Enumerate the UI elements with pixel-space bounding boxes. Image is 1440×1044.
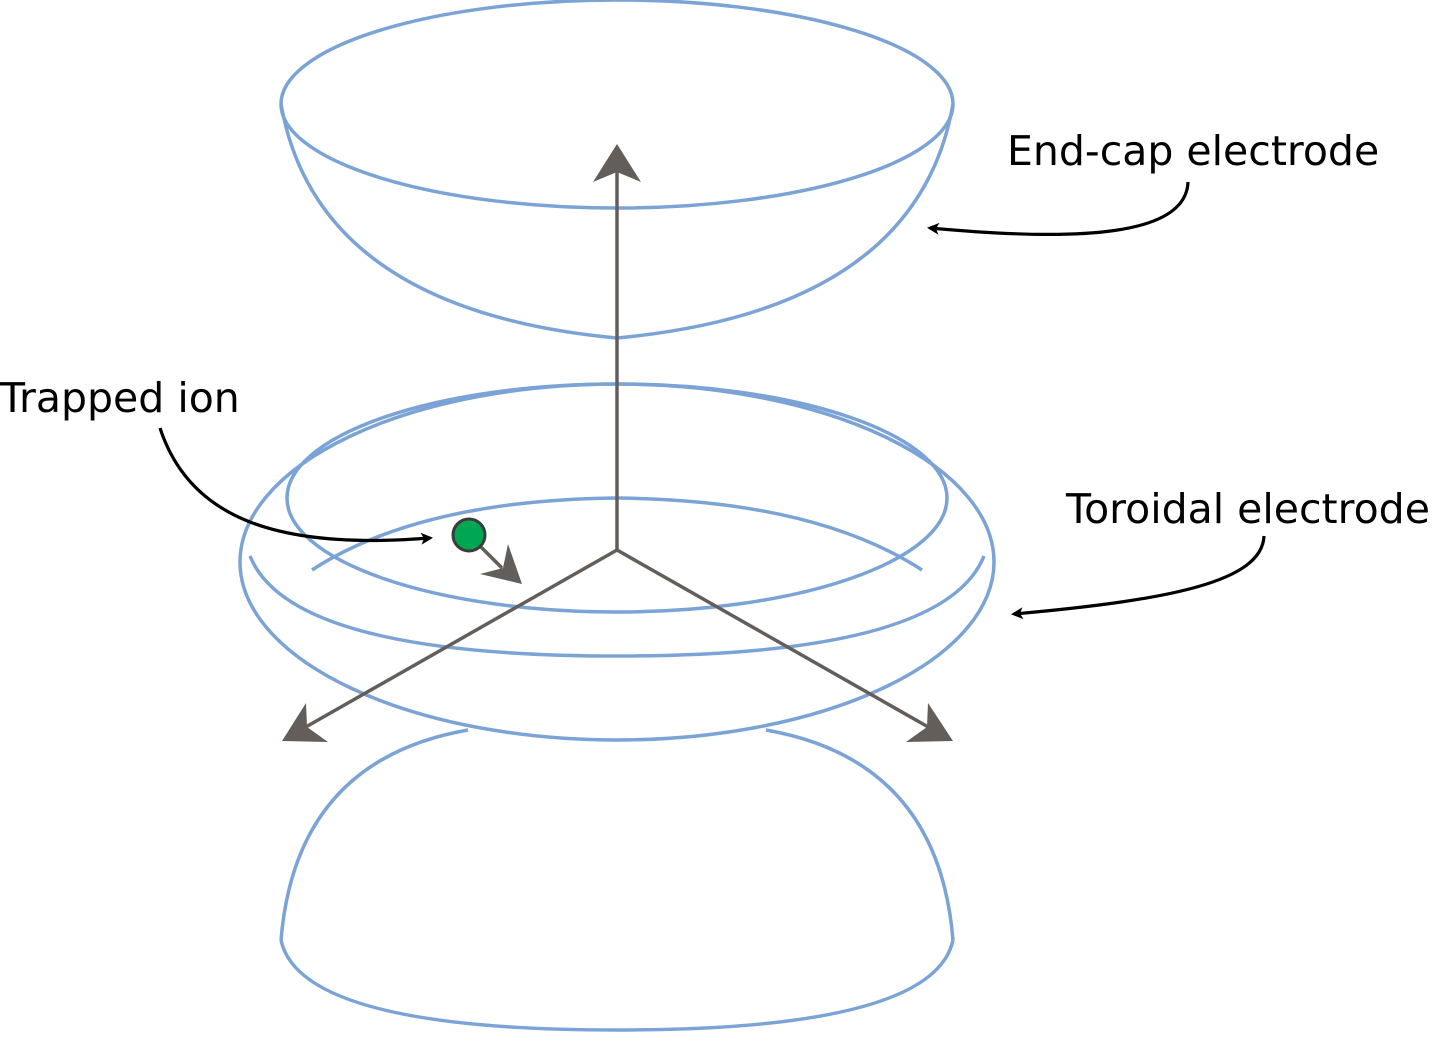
ion-particle — [451, 517, 487, 553]
ion-velocity-arrowhead — [480, 544, 522, 584]
trapped-ion-label: Trapped ion — [0, 374, 240, 422]
bottom-end-cap-dome — [279, 728, 955, 941]
toroidal-electrode-label: Toroidal electrode — [1065, 485, 1430, 533]
trapped-ion-callout-arrow — [158, 427, 433, 545]
y-axis — [616, 548, 931, 730]
x-axis — [303, 548, 618, 730]
callouts — [158, 181, 1266, 620]
end-cap-callout-arrow — [927, 181, 1190, 237]
x-axis-arrowhead — [282, 703, 328, 742]
bottom-end-cap-electrode — [279, 728, 955, 1032]
bottom-end-cap-base — [279, 939, 955, 1032]
y-axis-arrowhead — [906, 703, 953, 742]
toroidal-inner-base — [248, 555, 986, 658]
end-cap-electrode-label: End-cap electrode — [1007, 127, 1379, 175]
toroidal-callout-arrow — [1011, 535, 1266, 620]
coordinate-axes — [282, 144, 953, 742]
z-axis-arrowhead — [593, 144, 641, 182]
trapped-ion — [451, 517, 522, 584]
